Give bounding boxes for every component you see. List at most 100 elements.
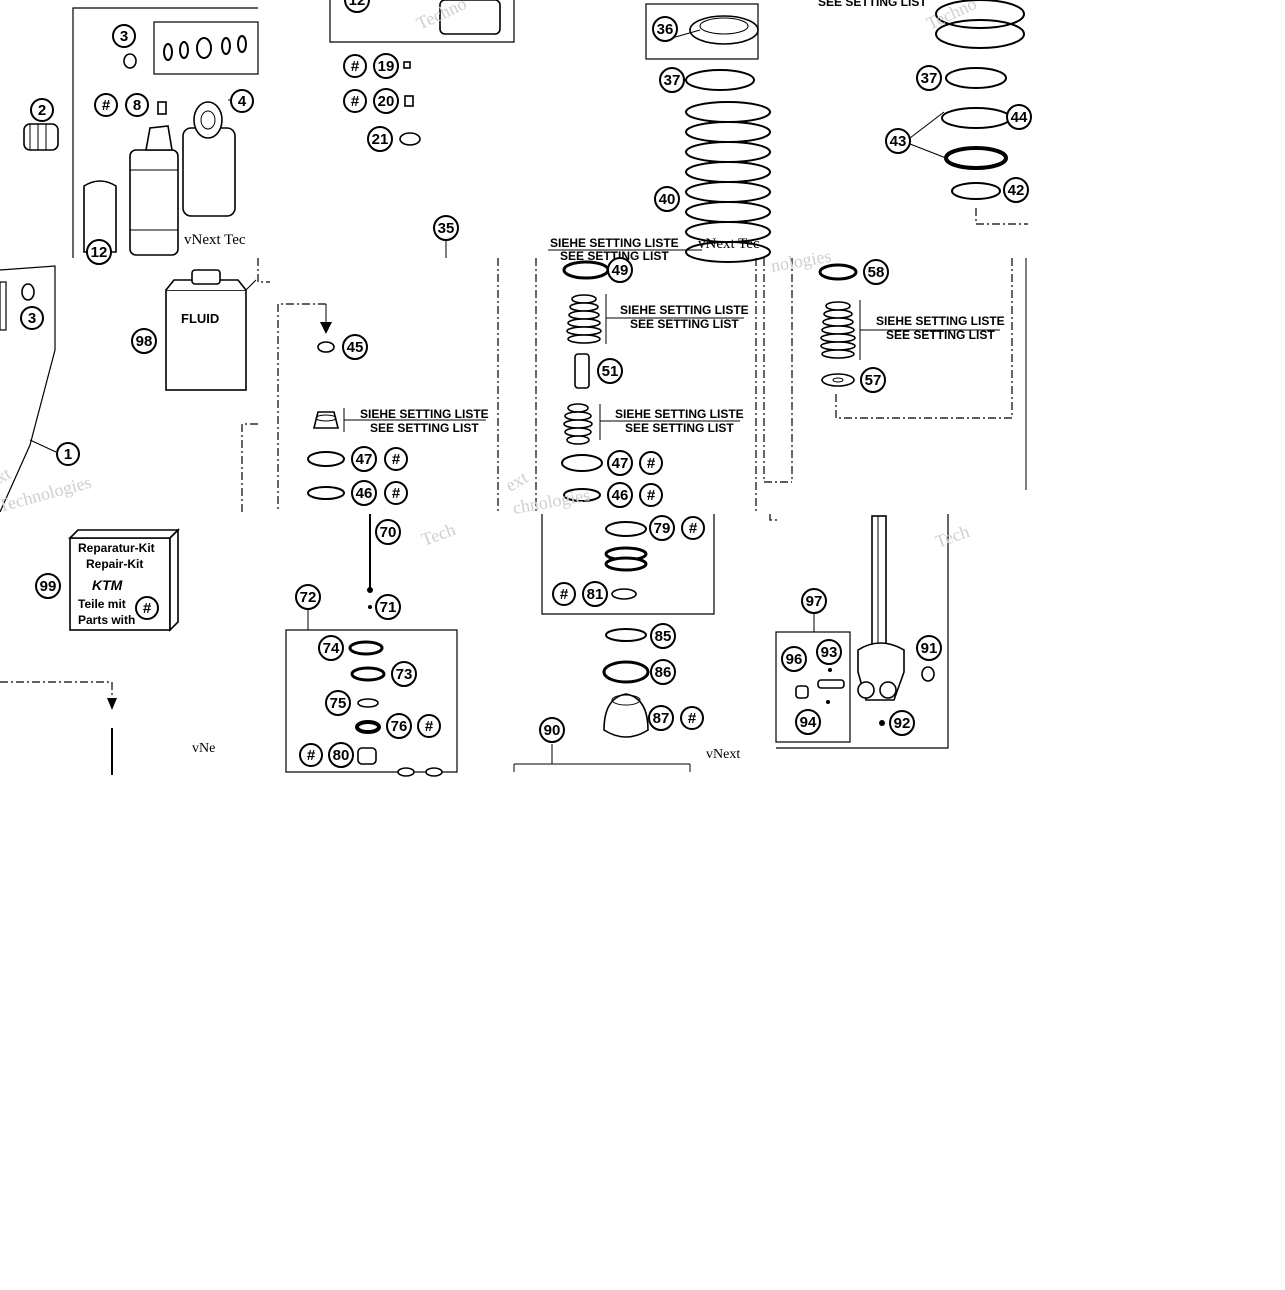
callout-c92: 92 bbox=[894, 715, 911, 732]
callout-c70: 70 bbox=[380, 524, 397, 541]
callout-c1-circle bbox=[56, 442, 80, 466]
callout-c72-circle bbox=[295, 584, 321, 610]
callout-c91: 91 bbox=[921, 640, 938, 657]
tile-spring bbox=[548, 3, 771, 263]
watermark-ext: ext bbox=[502, 467, 531, 495]
callout-c45: 45 bbox=[347, 339, 364, 356]
tile-repair-kit bbox=[0, 528, 180, 775]
callout-c44-circle bbox=[1006, 104, 1032, 130]
callout-c70-circle bbox=[375, 519, 401, 545]
callout-c36: 36 bbox=[657, 21, 674, 38]
callout-c19-circle bbox=[373, 53, 399, 79]
callout-c76: 76 bbox=[391, 718, 408, 735]
tile-shock-body bbox=[23, 7, 259, 258]
hash-badge-3-circle bbox=[384, 447, 408, 471]
hash-badge-3: # bbox=[392, 451, 401, 468]
callout-c81-circle bbox=[582, 581, 608, 607]
callout-c80: 80 bbox=[333, 747, 350, 764]
hash-badge-12: # bbox=[143, 600, 152, 617]
tile-rod-parts bbox=[285, 514, 458, 777]
callout-c49: 49 bbox=[612, 262, 629, 279]
hash-badge-9: # bbox=[425, 718, 434, 735]
hash-badge-5: # bbox=[647, 455, 656, 472]
callout-c93-circle bbox=[816, 639, 842, 665]
callout-c72: 72 bbox=[300, 589, 317, 606]
callout-c37a: 37 bbox=[664, 72, 681, 89]
tile-piston-stack-a bbox=[277, 258, 499, 512]
watermark-vnext-tec-2: vNext Tec bbox=[698, 236, 760, 252]
tile-shock-assembly bbox=[0, 265, 57, 513]
callout-c43-circle bbox=[885, 128, 911, 154]
watermark-tech-2: Tech bbox=[933, 521, 972, 552]
hash-badge-2-circle bbox=[343, 89, 367, 113]
callout-c90: 90 bbox=[544, 722, 561, 739]
callout-c96-circle bbox=[781, 646, 807, 672]
callout-c4-circle bbox=[230, 89, 254, 113]
callout-c91-circle bbox=[916, 635, 942, 661]
callout-c97: 97 bbox=[806, 593, 823, 610]
callout-c35: 35 bbox=[438, 220, 455, 237]
callout-c2: 2 bbox=[38, 102, 46, 119]
shim-stack-upper bbox=[566, 294, 602, 344]
repair-kit-line1: Reparatur-Kit bbox=[78, 541, 155, 555]
hash-badge-4-circle bbox=[384, 481, 408, 505]
callout-c73-circle bbox=[391, 661, 417, 687]
hash-badge-layer: ############# bbox=[94, 54, 705, 767]
tile-piston-stack-b bbox=[535, 258, 792, 512]
callout-c8-circle bbox=[125, 93, 149, 117]
callout-c12a: 12 bbox=[349, 0, 366, 9]
callout-c20-circle bbox=[373, 88, 399, 114]
callout-c71: 71 bbox=[380, 599, 397, 616]
callout-c94: 94 bbox=[800, 714, 817, 731]
tile-lower-clevis bbox=[769, 514, 949, 749]
tile-reservoir-parts bbox=[513, 514, 715, 772]
callout-c92-circle bbox=[889, 710, 915, 736]
callout-c2-circle bbox=[30, 98, 54, 122]
callout-c80-circle bbox=[328, 742, 354, 768]
hash-badge-2: # bbox=[351, 93, 360, 110]
callout-c46b-circle bbox=[607, 482, 633, 508]
callout-c12a-circle bbox=[344, 0, 370, 13]
callout-c58-circle bbox=[863, 259, 889, 285]
repair-kit-line4: Parts with bbox=[78, 613, 135, 627]
callout-c87: 87 bbox=[653, 710, 670, 727]
callout-c73: 73 bbox=[396, 666, 413, 683]
setting-en-a: SEE SETTING LIST bbox=[370, 421, 479, 435]
callout-c46a-circle bbox=[351, 480, 377, 506]
callout-c51: 51 bbox=[602, 363, 619, 380]
callout-c94-circle bbox=[795, 709, 821, 735]
hash-badge-6: # bbox=[647, 487, 656, 504]
callout-c86-circle bbox=[650, 659, 676, 685]
callout-c3a: 3 bbox=[120, 28, 128, 45]
repair-kit-brand-logo: KTM bbox=[92, 577, 123, 593]
callout-c85-circle bbox=[650, 623, 676, 649]
setting-de-b1: SIEHE SETTING LISTE bbox=[620, 303, 749, 317]
callout-c42: 42 bbox=[1008, 182, 1025, 199]
tile-fluid-bottle bbox=[165, 258, 270, 512]
callout-c47b: 47 bbox=[612, 455, 629, 472]
callout-c90-circle bbox=[539, 717, 565, 743]
callout-c99-circle bbox=[35, 573, 61, 599]
shim-stack-rebound bbox=[820, 301, 856, 359]
tile-compression-adjuster bbox=[791, 258, 1027, 490]
callout-c57-circle bbox=[860, 367, 886, 393]
hash-badge-10-circle bbox=[299, 743, 323, 767]
hash-badge-8: # bbox=[560, 586, 569, 603]
callout-c37a-circle bbox=[659, 67, 685, 93]
callout-c3a-circle bbox=[112, 24, 136, 48]
callout-c51-circle bbox=[597, 358, 623, 384]
callout-c3b-circle bbox=[20, 306, 44, 330]
setting-de-c: SIEHE SETTING LISTE bbox=[876, 314, 1005, 328]
callout-c71-circle bbox=[375, 594, 401, 620]
callout-c75: 75 bbox=[330, 695, 347, 712]
fluid-label: FLUID bbox=[181, 311, 219, 326]
hash-badge-11-circle bbox=[680, 706, 704, 730]
callout-c40: 40 bbox=[659, 191, 676, 208]
watermark-vnext: vNext bbox=[706, 747, 740, 762]
watermark-vnext-tec-1: vNext Tec bbox=[184, 232, 246, 248]
watermark-tech-1: Tech bbox=[419, 519, 458, 550]
callout-c79: 79 bbox=[654, 520, 671, 537]
hash-badge-9-circle bbox=[417, 714, 441, 738]
callout-c74-circle bbox=[318, 635, 344, 661]
